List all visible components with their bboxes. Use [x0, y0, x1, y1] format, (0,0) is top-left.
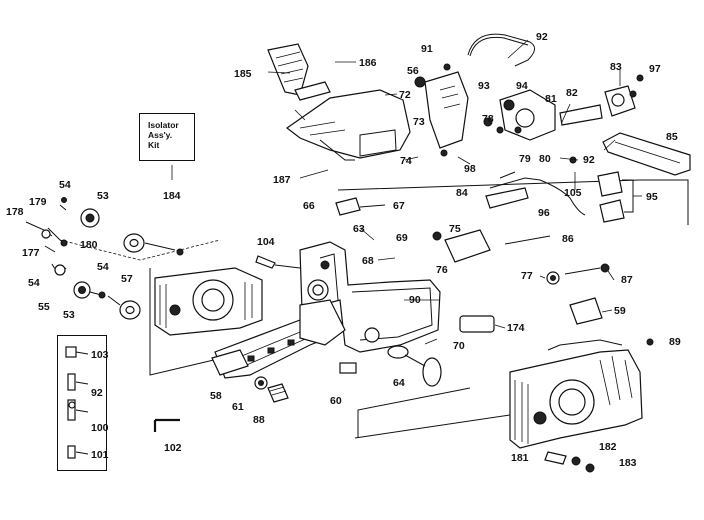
cylinder-part: [569, 297, 654, 346]
kit-box-line-1: Isolator: [148, 120, 179, 130]
label-96: 96: [538, 207, 550, 219]
label-182: 182: [599, 441, 617, 453]
label-104: 104: [257, 236, 275, 248]
label-180: 180: [80, 239, 98, 251]
isolator-kit-box: Isolator Ass'y. Kit: [139, 113, 195, 161]
label-72: 72: [399, 89, 411, 101]
label-102: 102: [164, 442, 182, 454]
label-55: 55: [38, 301, 50, 313]
label-89: 89: [669, 336, 681, 348]
label-63: 63: [353, 223, 365, 235]
label-85: 85: [666, 131, 678, 143]
label-78: 78: [482, 113, 494, 125]
label-92-top: 92: [536, 31, 548, 43]
legend-parts: [65, 346, 89, 459]
label-94: 94: [516, 80, 528, 92]
label-67: 67: [393, 200, 405, 212]
filter-part: [459, 315, 495, 333]
kit-box-line-2: Ass'y.: [148, 130, 173, 140]
label-186: 186: [359, 57, 377, 69]
kit-box-line-3: Kit: [148, 140, 160, 150]
label-92-mid: 92: [583, 154, 595, 166]
air-filter-part: [414, 71, 469, 157]
label-68: 68: [362, 255, 374, 267]
label-100: 100: [91, 422, 109, 434]
label-58: 58: [210, 390, 222, 402]
label-179: 179: [29, 196, 47, 208]
label-185: 185: [234, 68, 252, 80]
label-53-bottom: 53: [63, 309, 75, 321]
label-86: 86: [562, 233, 574, 245]
muffler-part: [602, 132, 691, 176]
top-cover-part: [267, 43, 411, 161]
part-labels: 184 185 186 187 72 73 74 56 91 92 93 94 …: [6, 31, 681, 469]
label-64: 64: [393, 377, 405, 389]
label-183: 183: [619, 457, 637, 469]
label-70: 70: [453, 340, 465, 352]
label-69: 69: [396, 232, 408, 244]
sprocket-part: [211, 349, 289, 403]
label-178: 178: [6, 206, 24, 218]
label-177: 177: [22, 247, 40, 259]
label-90: 90: [409, 294, 421, 306]
label-79: 79: [519, 153, 531, 165]
label-54-right: 54: [97, 261, 109, 273]
label-181: 181: [511, 452, 529, 464]
screw-set-part: [544, 451, 595, 473]
label-54-mid: 54: [28, 277, 40, 289]
label-61: 61: [232, 401, 244, 413]
label-98: 98: [464, 163, 476, 175]
label-75: 75: [449, 223, 461, 235]
throttle-cable-part: [443, 33, 535, 71]
label-93: 93: [478, 80, 490, 92]
leader-lines: [171, 39, 642, 345]
label-97: 97: [649, 63, 661, 75]
label-60: 60: [330, 395, 342, 407]
label-88: 88: [253, 414, 265, 426]
label-57: 57: [121, 273, 133, 285]
label-174: 174: [507, 322, 525, 334]
screw-part: [546, 263, 610, 285]
label-92-legend: 92: [91, 387, 103, 399]
bracket-part: [335, 197, 386, 216]
label-80: 80: [539, 153, 551, 165]
label-53-top: 53: [97, 190, 109, 202]
label-91: 91: [421, 43, 433, 55]
bolt-part: [255, 255, 301, 269]
hex-key-part: [153, 418, 180, 432]
label-105: 105: [564, 187, 582, 199]
label-82: 82: [566, 87, 578, 99]
small-parts-legend-box: [57, 335, 107, 471]
label-73: 73: [413, 116, 425, 128]
label-103: 103: [91, 349, 109, 361]
label-83: 83: [610, 61, 622, 73]
label-184: 184: [163, 190, 181, 202]
label-59: 59: [614, 305, 626, 317]
crankcase-housing: [149, 179, 689, 449]
label-187: 187: [273, 174, 291, 186]
label-101: 101: [91, 449, 109, 461]
isolator-left-part: [25, 197, 221, 320]
spacer-part: [339, 362, 357, 374]
starter-handle-part: [387, 345, 442, 387]
label-95: 95: [646, 191, 658, 203]
carburetor-part: [483, 74, 644, 141]
label-77: 77: [521, 270, 533, 282]
throttle-trigger-part: [432, 229, 551, 263]
fuel-group-part: [597, 171, 634, 223]
fuel-line-part: [485, 156, 586, 216]
label-56: 56: [407, 65, 419, 77]
label-76: 76: [436, 264, 448, 276]
label-87: 87: [621, 274, 633, 286]
label-84: 84: [456, 187, 468, 199]
label-74: 74: [400, 155, 412, 167]
label-81: 81: [545, 93, 557, 105]
label-54-top: 54: [59, 179, 71, 191]
label-66: 66: [303, 200, 315, 212]
